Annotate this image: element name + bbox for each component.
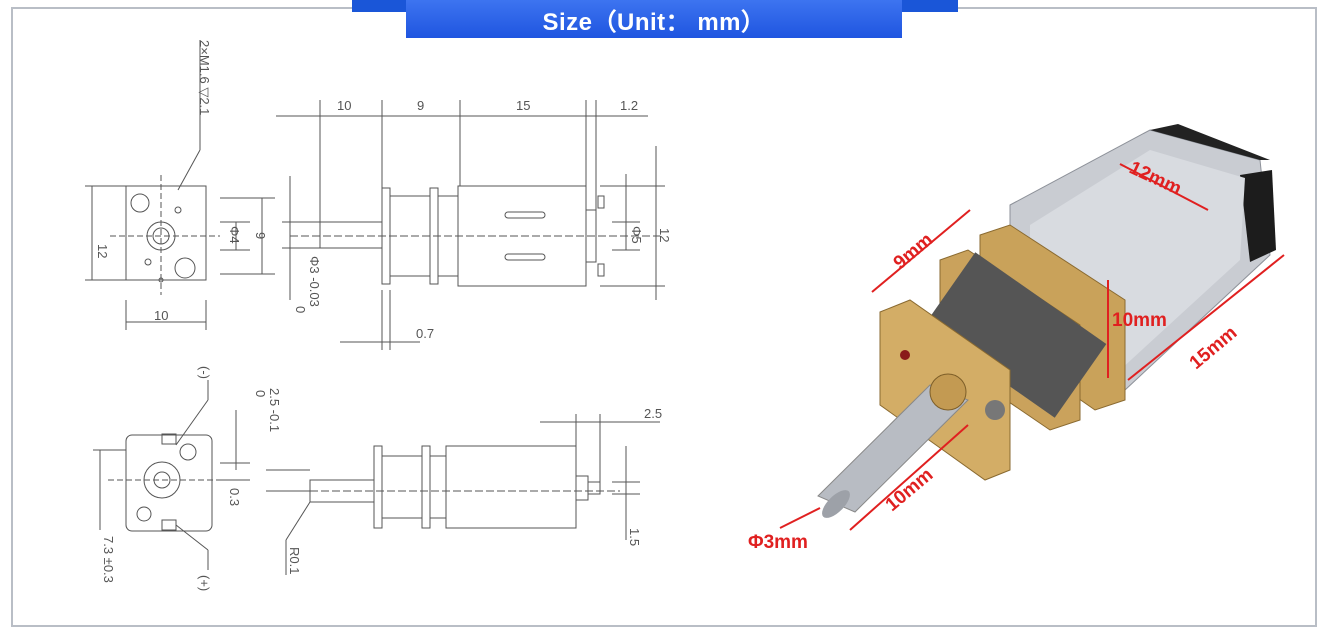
dim-tol2-zero: 0 (253, 390, 268, 397)
dim-height: 12 (657, 228, 672, 242)
screw-hole-top (130, 193, 150, 213)
banner-wing-left (352, 0, 412, 12)
dim-offset: 0.3 (227, 488, 242, 506)
motor-photo (817, 124, 1276, 518)
dim-shaft: 10 (337, 98, 351, 113)
dim-end: 1.2 (620, 98, 638, 113)
pole-plus: (+) (197, 575, 212, 591)
dim-motor-dia: Φ5 (629, 226, 644, 244)
dim-shaft-tol: Φ3 -0.03 (307, 256, 322, 307)
pole-minus: (-) (197, 366, 212, 379)
dim-shaft-tol-zero: 0 (293, 306, 308, 313)
dim-tab-h: 1.5 (627, 528, 642, 546)
banner-wing-right (898, 0, 958, 12)
dim-terminal: 7.3 ±0.3 (101, 536, 116, 583)
dim-radius: R0.1 (287, 547, 302, 574)
label-gearbox: 9mm (890, 229, 937, 274)
dim-gearbox: 9 (417, 98, 424, 113)
dim-tol2: 2.5 -0.1 (267, 388, 282, 432)
rear-view-plate (125, 434, 213, 532)
motor-body-bottom (445, 445, 577, 529)
dim-motor: 15 (516, 98, 530, 113)
banner-title: Size（Unit： mm） (406, 0, 902, 38)
label-motor-length: 15mm (1186, 322, 1242, 373)
screw-hole-bottom (174, 257, 196, 279)
dim-bore: Φ4 (227, 226, 242, 244)
label-shaft-diameter: Φ3mm (748, 532, 808, 553)
dim-front-bottom: 10 (154, 308, 168, 323)
dim-tab-len: 2.5 (644, 406, 662, 421)
screw-note: 2×M1.6 ▽2.1 (197, 40, 212, 115)
dim-pitch: 9 (253, 232, 268, 239)
dim-gap: 0.7 (416, 326, 434, 341)
front-view-plate (125, 185, 207, 281)
dim-front-width: 12 (95, 244, 110, 258)
label-height: 10mm (1112, 310, 1167, 331)
